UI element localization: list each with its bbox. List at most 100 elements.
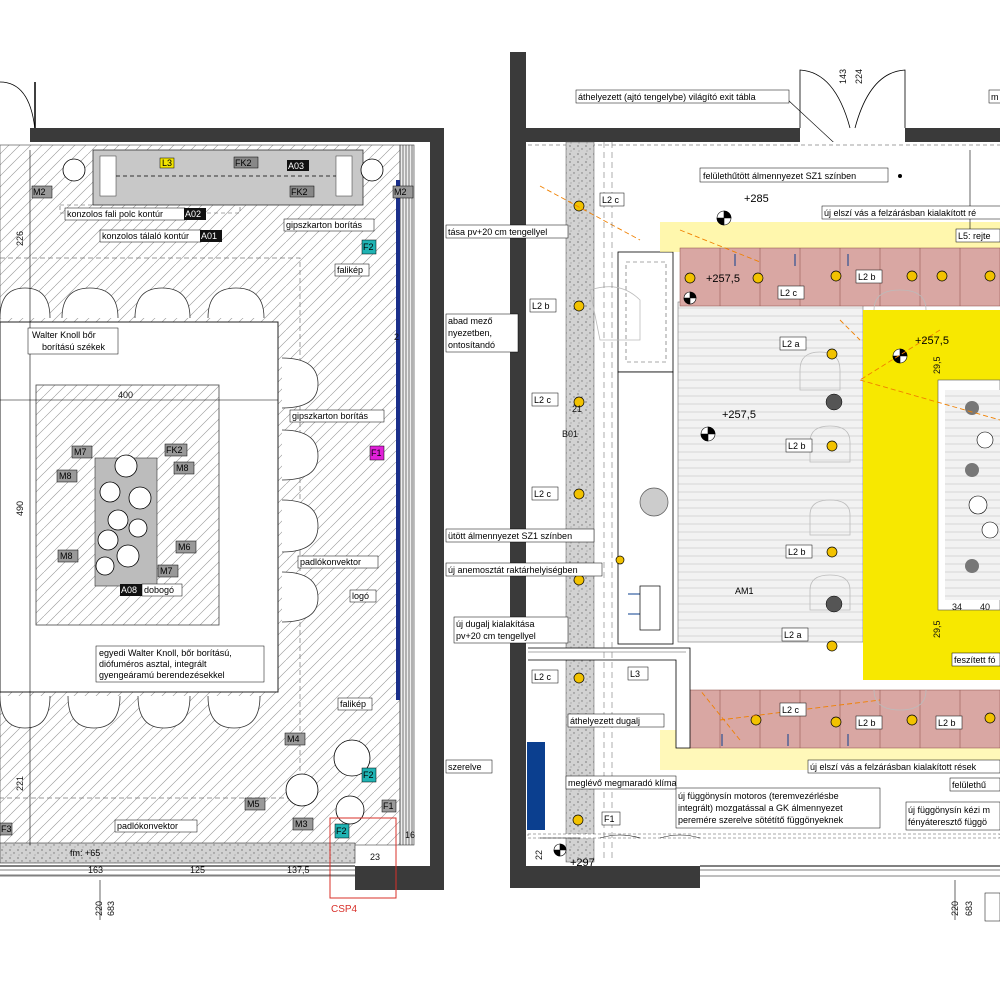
label-shelf: konzolos fali polc kontúr (67, 209, 163, 219)
dim-34: 34 (952, 602, 962, 612)
label-falikep2: falikép (340, 699, 366, 709)
tag-l2c-5: L2 c (534, 672, 552, 682)
dim-22: 22 (534, 850, 544, 860)
label-free-3: ontosítandó (448, 340, 495, 350)
dim-490: 490 (15, 501, 25, 516)
tag-f3: F3 (1, 824, 12, 834)
tag-fk2-c: FK2 (166, 445, 183, 455)
dim-137: 137,5 (287, 865, 310, 875)
left-wall-speckle (565, 141, 595, 863)
tag-a08: A08 (121, 585, 137, 595)
label-logo: logó (352, 591, 369, 601)
tag-a03: A03 (288, 161, 304, 171)
label-felulet2: felülethű (952, 780, 986, 790)
chairs-top-row (0, 287, 265, 319)
tag-l2b-3: L2 b (788, 547, 806, 557)
right-room-plan (510, 52, 1000, 920)
tag-m7a: M7 (74, 447, 87, 457)
tag-n21: 21 (572, 404, 582, 414)
level-p285: +285 (744, 193, 769, 205)
label-l5: L5: rejte (958, 231, 991, 241)
label-padlo2: padlókonvektor (117, 821, 178, 831)
light-fixtures (572, 200, 996, 826)
tag-l2c-1: L2 c (602, 195, 620, 205)
storage-cabinet-top (617, 251, 674, 373)
dim-683-r: 683 (964, 901, 974, 916)
tag-l2b-2: L2 b (788, 441, 806, 451)
label-chairs-line1: Walter Knoll bőr (32, 330, 96, 340)
dim-220: 220 (94, 901, 104, 916)
wall-shelf (92, 149, 364, 206)
tag-am1: AM1 (735, 586, 754, 596)
right-wall-top-b (905, 128, 1000, 142)
csp-label: CSP4 (331, 904, 358, 915)
left-wall-top (30, 128, 444, 142)
label-chairs-line2: borítású székek (42, 342, 106, 352)
label-feszitett: feszített fó (954, 655, 996, 665)
plant-top-right (360, 158, 384, 182)
dim-143: 143 (838, 69, 848, 84)
label-free-2: nyezetben, (448, 328, 492, 338)
ghost-chairs (589, 286, 927, 711)
tag-fk2-b: FK2 (291, 187, 308, 197)
label-padlo1: padlókonvektor (300, 557, 361, 567)
left-wall-cladding (399, 144, 415, 846)
tag-m8a: M8 (59, 471, 72, 481)
label-anemo: új anemosztát raktárhelyiségben (448, 565, 578, 575)
label-curtain2-1: új függönysín kézi m (908, 805, 990, 815)
tag-f1: F1 (604, 814, 615, 824)
dim-16: 16 (405, 830, 415, 840)
dim-220-r: 220 (950, 901, 960, 916)
right-wall-left (510, 52, 526, 888)
label-ceiling1: felülethűtött álmennyezet SZ1 színben (703, 171, 856, 181)
tag-l2c-2: L2 c (780, 288, 798, 298)
plant-top-left (62, 158, 86, 182)
dim-29b: 29,5 (932, 620, 942, 638)
label-desk-line1: egyedi Walter Knoll, bőr borítású, (99, 648, 232, 658)
label-free-1: abad mező (448, 316, 493, 326)
tag-f2c: F2 (336, 826, 347, 836)
left-wall-bottom (355, 866, 444, 890)
tag-l2b-1: L2 b (532, 301, 550, 311)
dim-221: 221 (15, 776, 25, 791)
double-door-swing (799, 69, 906, 129)
label-dugalj-1: új dugalj kialakítása (456, 619, 535, 629)
label-ceiling2: ütött álmennyezet SZ1 színben (448, 531, 572, 541)
label-desk-line2: diófuméros asztal, integrált (99, 659, 207, 669)
tag-m2-right: M2 (394, 187, 407, 197)
tag-l2c-bot: L2 c (782, 705, 800, 715)
label-falikep1: falikép (337, 265, 363, 275)
label-curtain2-2: fényáteresztő függö (908, 817, 987, 827)
dim-125: 125 (190, 865, 205, 875)
dim-683: 683 (106, 901, 116, 916)
door-swing-left (0, 81, 36, 131)
tag-m8c: M8 (60, 551, 73, 561)
label-dugalj-2: pv+20 cm tengellyel (456, 631, 536, 641)
tag-m6: M6 (178, 542, 191, 552)
left-dimension-lines (0, 150, 355, 920)
tag-l3: L3 (630, 669, 640, 679)
dim-226: 226 (15, 231, 25, 246)
label-dobogo: dobogó (144, 585, 174, 595)
label-tengely: tása pv+20 cm tengellyel (448, 227, 547, 237)
tag-l2b-bot2: L2 b (938, 718, 956, 728)
level-p297: +297 (570, 857, 595, 869)
dim-40: 40 (980, 602, 990, 612)
label-gipsz1: gipszkarton borítás (286, 220, 363, 230)
tag-l3: L3 (162, 158, 172, 168)
right-plan-text: áthelyezett (ajtó tengelybe) világító ex… (445, 69, 1000, 922)
tag-l2b-top: L2 b (858, 272, 876, 282)
tag-f2b: F2 (363, 770, 374, 780)
tag-f2: F2 (363, 242, 374, 252)
tag-l2a-2: L2 a (784, 630, 802, 640)
tag-m8b: M8 (176, 463, 189, 473)
tag-l2c-3: L2 c (534, 395, 552, 405)
floor-convector-bottom (0, 842, 356, 864)
chairs-right-column (281, 357, 319, 623)
label-curtain1-2: integrált) mozgatással a GK álmennyezet (678, 803, 843, 813)
label-gipsz2: gipszkarton borítás (292, 411, 369, 421)
tag-f1-m: F1 (371, 448, 382, 458)
label-ujelsz2: új elszí vás a felzárásban kialakított r… (810, 762, 977, 772)
dim-2: 2 (394, 332, 399, 342)
